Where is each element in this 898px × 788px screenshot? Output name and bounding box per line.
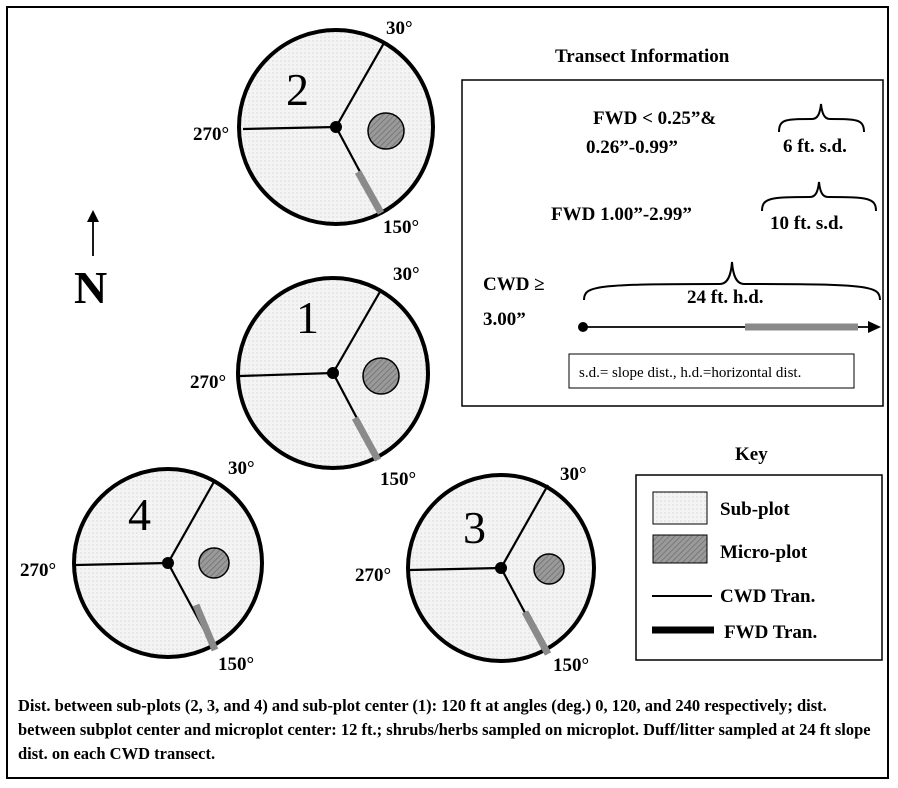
- fwd-transect-bar: [192, 603, 219, 652]
- angle-30-label: 30°: [393, 264, 420, 285]
- key-microplot-label: Micro-plot: [720, 542, 808, 563]
- abbreviation-note-box: [568, 353, 855, 389]
- abbreviation-note: s.d.= slope dist., h.d.=horizontal dist.: [579, 365, 801, 381]
- transect-info-box: [461, 79, 884, 407]
- cwd-label-1: CWD ≥: [483, 274, 545, 295]
- fwd-transect-bar: [354, 170, 385, 215]
- cwd-transect-30: [335, 42, 385, 128]
- key-cwd-label: CWD Tran.: [720, 586, 815, 607]
- cwd-transect-30: [500, 484, 549, 569]
- cwd-transect-30: [332, 289, 382, 374]
- subplot-swatch: [652, 491, 708, 525]
- subplot-4: 4 30° 150° 270°: [20, 458, 264, 675]
- cwd-transect-270: [242, 125, 337, 131]
- subplot-center-dot: [162, 557, 174, 569]
- microplot-circle: [198, 547, 230, 579]
- cwd-label-2: 3.00”: [483, 309, 526, 330]
- microplot-circle: [362, 357, 400, 395]
- north-label: N: [74, 262, 107, 313]
- angle-270-label: 270°: [193, 124, 229, 145]
- subplot-3: 3 30° 150° 270°: [355, 464, 596, 676]
- subplot-2: 2 30° 150° 270°: [193, 18, 435, 238]
- transect-info-title: Transect Information: [555, 46, 730, 67]
- fwd-transect-bar: [351, 416, 382, 462]
- key-title: Key: [735, 444, 768, 465]
- subplot-number: 1: [296, 292, 319, 343]
- angle-270-label: 270°: [20, 560, 56, 581]
- fwd-transect-bar: [521, 610, 552, 656]
- footnote: Dist. between sub-plots (2, 3, and 4) an…: [18, 696, 871, 763]
- subplot-1: 1 30° 150° 270°: [190, 264, 430, 490]
- microplot-circle: [533, 553, 565, 585]
- angle-150-label: 150°: [380, 469, 416, 490]
- cwd-distance: 24 ft. h.d.: [687, 287, 764, 308]
- angle-150-label: 150°: [553, 655, 589, 676]
- angle-30-label: 30°: [386, 18, 413, 39]
- microplot-circle: [367, 112, 405, 150]
- angle-270-label: 270°: [355, 565, 391, 586]
- angle-270-label: 270°: [190, 372, 226, 393]
- cwd-transect-270: [239, 371, 334, 378]
- fwd-small-label-2: 0.26”-0.99”: [586, 137, 678, 158]
- fwd-small-label-1: FWD < 0.25”&: [593, 108, 716, 129]
- angle-30-label: 30°: [560, 464, 587, 485]
- cwd-transect-270: [75, 561, 169, 567]
- fwd-small-distance: 6 ft. s.d.: [783, 136, 847, 157]
- cwd-transect-270: [409, 566, 502, 572]
- angle-30-label: 30°: [228, 458, 255, 479]
- microplot-swatch: [652, 534, 708, 564]
- subplot-number: 4: [128, 489, 151, 540]
- key-fwd-label: FWD Tran.: [724, 622, 817, 643]
- subplot-center-dot: [327, 367, 339, 379]
- key-box: [635, 474, 883, 661]
- fwd-mid-distance: 10 ft. s.d.: [770, 213, 843, 234]
- subplot-center-dot: [495, 562, 507, 574]
- fwd-mid-label: FWD 1.00”-2.99”: [551, 204, 692, 225]
- diagram-frame: [6, 6, 889, 779]
- subplot-center-dot: [330, 121, 342, 133]
- angle-150-label: 150°: [218, 654, 254, 675]
- cwd-transect-arrow-icon: [578, 321, 881, 333]
- fwd-small-brace-icon: [778, 103, 865, 133]
- fwd-mid-brace-icon: [761, 181, 877, 212]
- angle-150-label: 150°: [383, 217, 419, 238]
- key-subplot-label: Sub-plot: [720, 499, 790, 520]
- subplot-number: 3: [463, 502, 486, 553]
- cwd-transect-30: [167, 479, 216, 564]
- cwd-brace-icon: [583, 261, 881, 301]
- north-arrow-icon: [87, 210, 99, 256]
- subplot-number: 2: [286, 64, 309, 115]
